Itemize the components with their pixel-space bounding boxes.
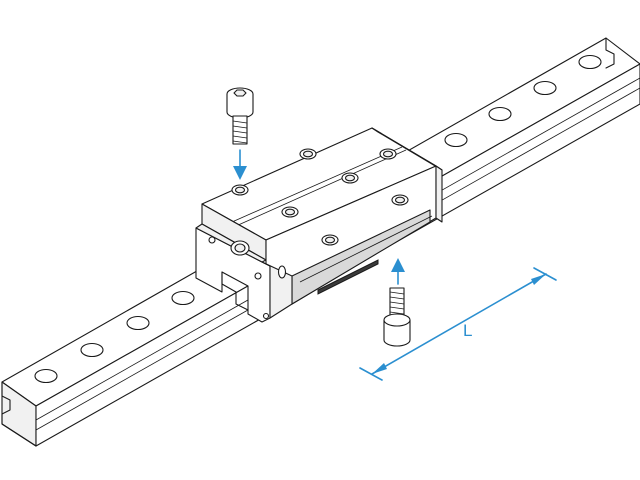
bolt-head-body [383, 320, 411, 347]
block-mounting-bolt [226, 87, 254, 180]
dimension-label: L [463, 321, 472, 340]
block-end-cap-right-side [435, 165, 443, 223]
bolt-threads [389, 291, 405, 315]
length-dimension: L [359, 267, 557, 381]
end-plate-port [277, 265, 287, 279]
tapped-hole-thread [284, 208, 296, 216]
rail-mounting-bolt [383, 258, 411, 347]
tapped-hole-thread [394, 196, 406, 204]
grease-nipple-inner [234, 243, 246, 253]
tapped-hole-thread [234, 186, 246, 194]
rail-hole [533, 80, 557, 96]
dimension-arrow-left [372, 363, 387, 374]
rail-end-profile-right [605, 37, 615, 69]
dimension-tick-right [533, 267, 557, 281]
bolt-hex-socket [233, 89, 247, 97]
rail-hole [171, 290, 195, 306]
end-cap-screw [208, 236, 216, 244]
bolt-shank [232, 115, 248, 145]
end-cap-rail-cutout [221, 271, 249, 311]
insert-arrow-head-up [391, 258, 405, 272]
rail-hole [488, 106, 512, 122]
tapped-hole-thread [324, 236, 336, 244]
rail-hole [444, 132, 468, 148]
rail-hole [80, 342, 104, 358]
end-cap-screw [262, 312, 270, 320]
dimension-tick-left [359, 367, 383, 381]
block-top-ridge [235, 149, 407, 227]
rail-end-profile [1, 381, 37, 447]
dimension-arrow-right [531, 274, 546, 285]
dimension-line [371, 273, 547, 375]
rail-hole [578, 54, 602, 70]
block-tapped-holes [231, 148, 409, 246]
block-seal-strip [317, 259, 379, 295]
rail-hole [34, 368, 58, 384]
tapped-hole-thread [382, 150, 394, 158]
bolt-head-body [226, 94, 254, 119]
bolt-threads [232, 120, 248, 144]
block-top-ridge [231, 146, 403, 223]
block-skirt-line [299, 215, 433, 283]
bolt-head-top [383, 313, 411, 327]
carriage-block [195, 127, 443, 323]
end-cap-screw [254, 272, 262, 280]
rail-hole [126, 315, 150, 331]
tapped-hole-thread [344, 174, 356, 182]
rail-mounting-holes [34, 54, 602, 384]
insert-arrow-head [233, 166, 247, 180]
tapped-hole-thread [302, 150, 314, 158]
